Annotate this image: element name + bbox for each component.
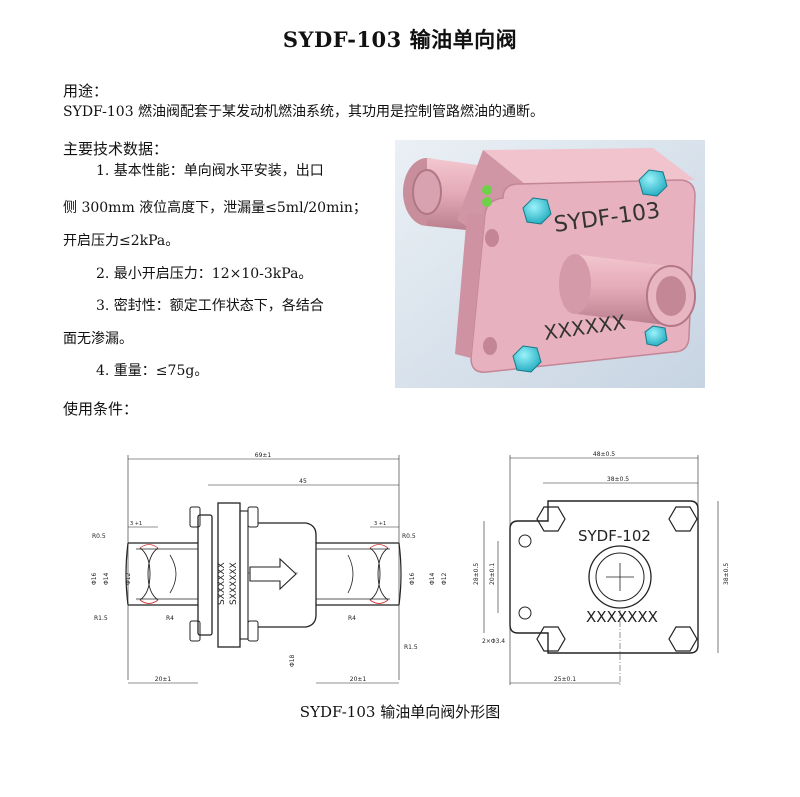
- page-title: SYDF-103 输油单向阀: [282, 27, 518, 52]
- conditions-heading: 使用条件：: [63, 400, 139, 418]
- dia-inner-right: Φ14: [429, 572, 436, 585]
- spec-line-5: 3. 密封性：额定工作状态下，各结合: [96, 298, 324, 314]
- spec-line-4: 2. 最小开启压力：12×10-3kPa。: [96, 266, 313, 282]
- dia-bore-left: Φ12: [125, 572, 132, 585]
- dim-inner: 45: [299, 478, 307, 485]
- dim-height: 38±0.5: [723, 563, 730, 585]
- dia-bore-right: Φ12: [441, 572, 448, 585]
- side-serial-1: SXXXXXX: [217, 562, 227, 605]
- dim-hole-spacing: 38±0.5: [607, 476, 629, 483]
- dia-outer-left: Φ16: [91, 572, 98, 585]
- front-serial-text: XXXXXXX: [586, 608, 658, 626]
- radius-top-left: R0.5: [92, 533, 106, 540]
- valve-3d-render: SYDF-103 XXXXXX: [395, 140, 705, 388]
- dim-left-inner: 20±0.1: [489, 563, 496, 585]
- spec-line-1: 1. 基本性能：单向阀水平安装，出口: [96, 163, 324, 179]
- dim-left: 20±1: [155, 676, 172, 683]
- dia-inner-left: Φ14: [103, 572, 110, 585]
- usage-text: SYDF-103 燃油阀配套于某发动机燃油系统，其功用是控制管路燃油的通断。: [63, 104, 545, 120]
- dia-outer-right: Φ16: [409, 572, 416, 585]
- dim-right-small: 3 +1: [374, 521, 386, 527]
- dim-left-outer: 28±0.5: [473, 563, 480, 585]
- radius-top-right: R0.5: [402, 533, 416, 540]
- radius-bottom-left: R1.5: [94, 615, 108, 622]
- spec-line-6: 面无渗漏。: [63, 331, 133, 347]
- spec-line-7: 4. 重量：≤75g。: [96, 363, 209, 379]
- dim-right: 20±1: [350, 676, 367, 683]
- dim-offset: 25±0.1: [554, 676, 576, 683]
- specs-heading: 主要技术数据：: [63, 140, 169, 158]
- outline-drawing: 69±1 45 3 +1 3 +1 R0.5 R0.5 Φ16 Φ14 Φ12 …: [91, 451, 730, 687]
- usage-heading: 用途：: [63, 82, 109, 100]
- holes-label: 2×Φ3.4: [482, 638, 505, 645]
- spec-line-2: 侧 300mm 液位高度下，泄漏量≤5ml/20min；: [63, 200, 367, 216]
- dim-overall: 69±1: [255, 452, 272, 459]
- front-plate-text: SYDF-102: [578, 527, 651, 545]
- radius-r4-right: R4: [348, 615, 356, 622]
- figure-caption: SYDF-103 输油单向阀外形图: [299, 703, 501, 721]
- side-serial-2: SXXXXXX: [229, 562, 239, 605]
- radius-bottom-right: R1.5: [404, 644, 418, 651]
- radius-r4-left: R4: [166, 615, 174, 622]
- dim-left-small: 3 +1: [130, 521, 142, 527]
- dia-center: Φ18: [289, 654, 296, 667]
- spec-line-3: 开启压力≤2kPa。: [63, 233, 180, 249]
- dim-width: 48±0.5: [593, 451, 615, 458]
